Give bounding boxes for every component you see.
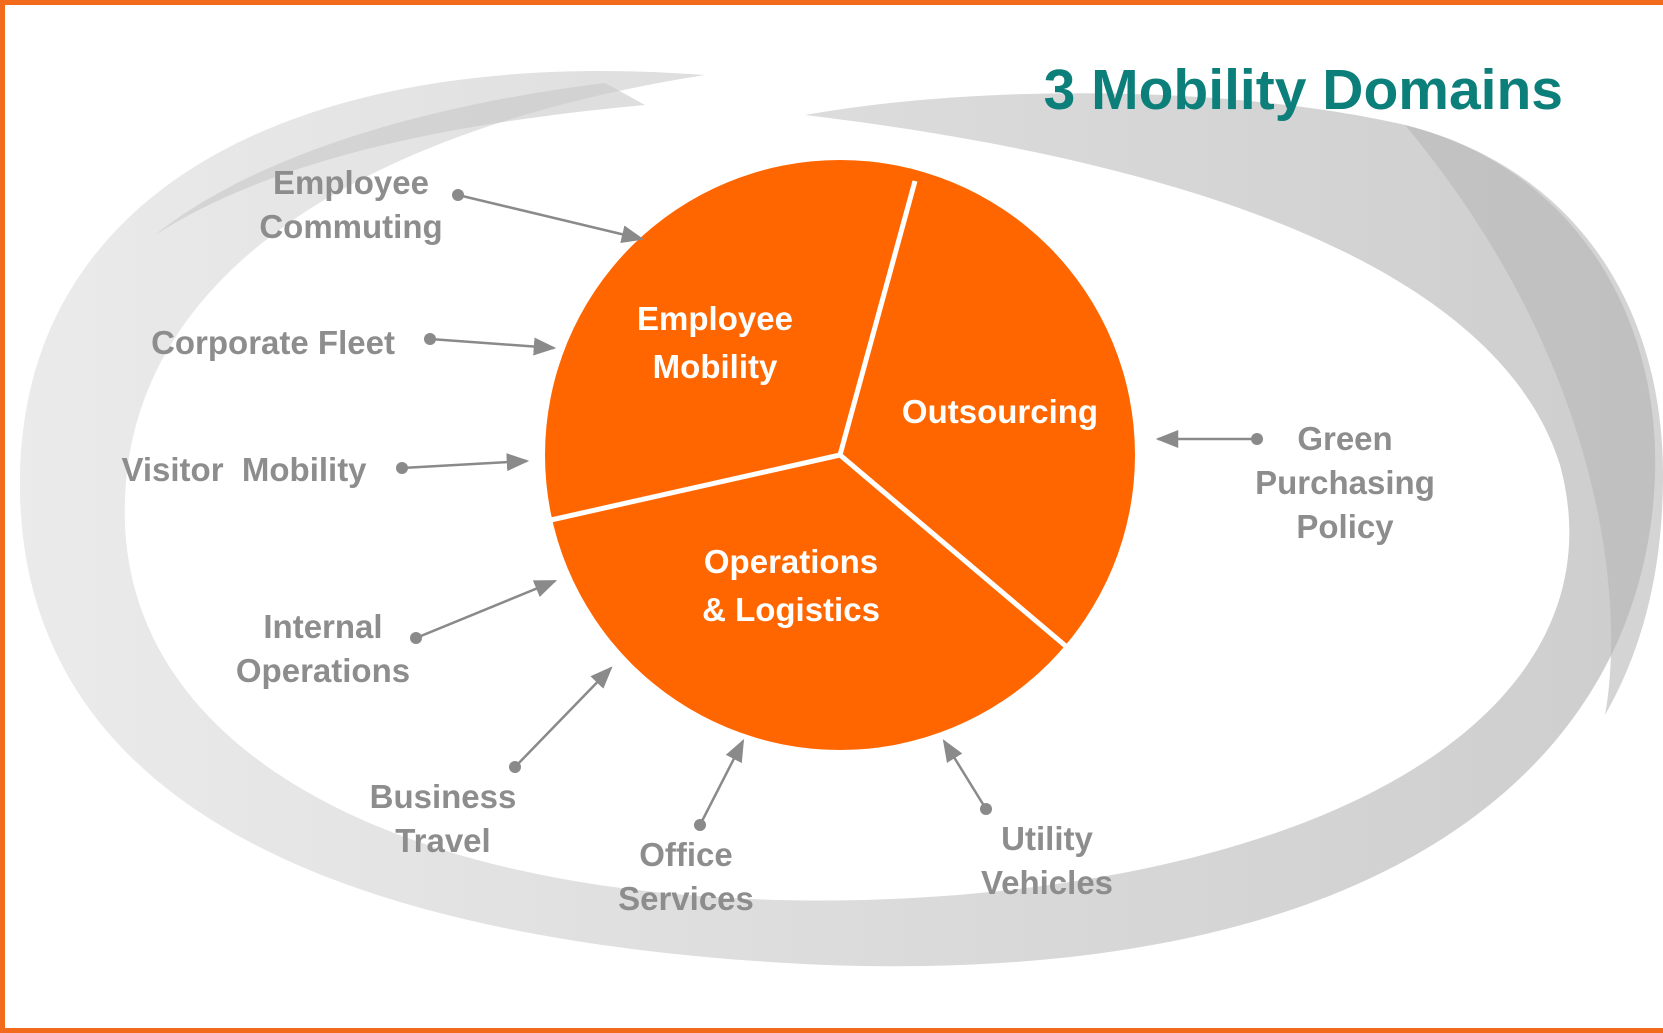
connector-utility-vehicles [942,739,992,815]
label-internal-operations-line-1: Internal [263,608,383,645]
segment-operations-logistics-line-1: Operations [703,543,879,580]
label-internal-operations: Internal Operations [223,605,423,693]
connector-office-services [694,738,745,831]
label-corporate-fleet-line-1: Corporate Fleet [151,324,395,361]
connector-corporate-fleet [424,333,557,356]
label-corporate-fleet: Corporate Fleet [133,321,413,365]
diagram-title: 3 Mobility Domains [1043,58,1563,122]
pie-divider-top [837,180,918,456]
segment-employee-mobility: Employee Mobility [605,295,825,391]
label-office-services: Office Services [601,833,771,921]
label-internal-operations-line-2: Operations [235,652,411,689]
pie-divider-right [838,453,1070,650]
label-utility-vehicles-line-1: Utility [1001,820,1093,857]
label-green-purchasing-policy-line-1: Green [1297,420,1393,457]
label-business-travel-line-2: Travel [395,822,491,859]
segment-employee-mobility-line-2: Mobility [652,348,778,385]
label-utility-vehicles-line-2: Vehicles [980,864,1114,901]
segment-outsourcing-line-1: Outsourcing [901,393,1099,430]
segment-operations-logistics: Operations & Logistics [675,538,907,634]
segment-operations-logistics-line-2: & Logistics [702,591,880,628]
label-employee-commuting-line-1: Employee [273,164,429,201]
label-office-services-line-2: Services [618,880,754,917]
label-employee-commuting: Employee Commuting [241,161,461,249]
pie-divider-left [541,452,841,525]
connector-green-purchasing-policy [1155,430,1263,448]
segment-employee-mobility-line-1: Employee [637,300,793,337]
label-business-travel: Business Travel [353,775,533,863]
connector-visitor-mobility [396,453,530,474]
domain-pie [541,160,1135,750]
label-visitor-mobility-line-1: Visitor Mobility [121,451,367,488]
connector-business-travel [509,666,613,773]
connectors [396,189,1263,831]
label-green-purchasing-policy-line-3: Policy [1296,508,1394,545]
background-swirl [19,71,1663,967]
connector-employee-commuting [452,189,645,244]
label-office-services-line-1: Office [639,836,733,873]
label-green-purchasing-policy: Green Purchasing Policy [1237,417,1453,549]
label-employee-commuting-line-2: Commuting [259,208,443,245]
label-green-purchasing-policy-line-2: Purchasing [1255,464,1435,501]
label-business-travel-line-1: Business [369,778,517,815]
diagram-canvas [19,71,1663,967]
segment-outsourcing: Outsourcing [885,388,1115,436]
label-utility-vehicles: Utility Vehicles [967,817,1127,905]
connector-internal-operations [410,579,558,644]
label-visitor-mobility: Visitor Mobility [105,448,383,492]
